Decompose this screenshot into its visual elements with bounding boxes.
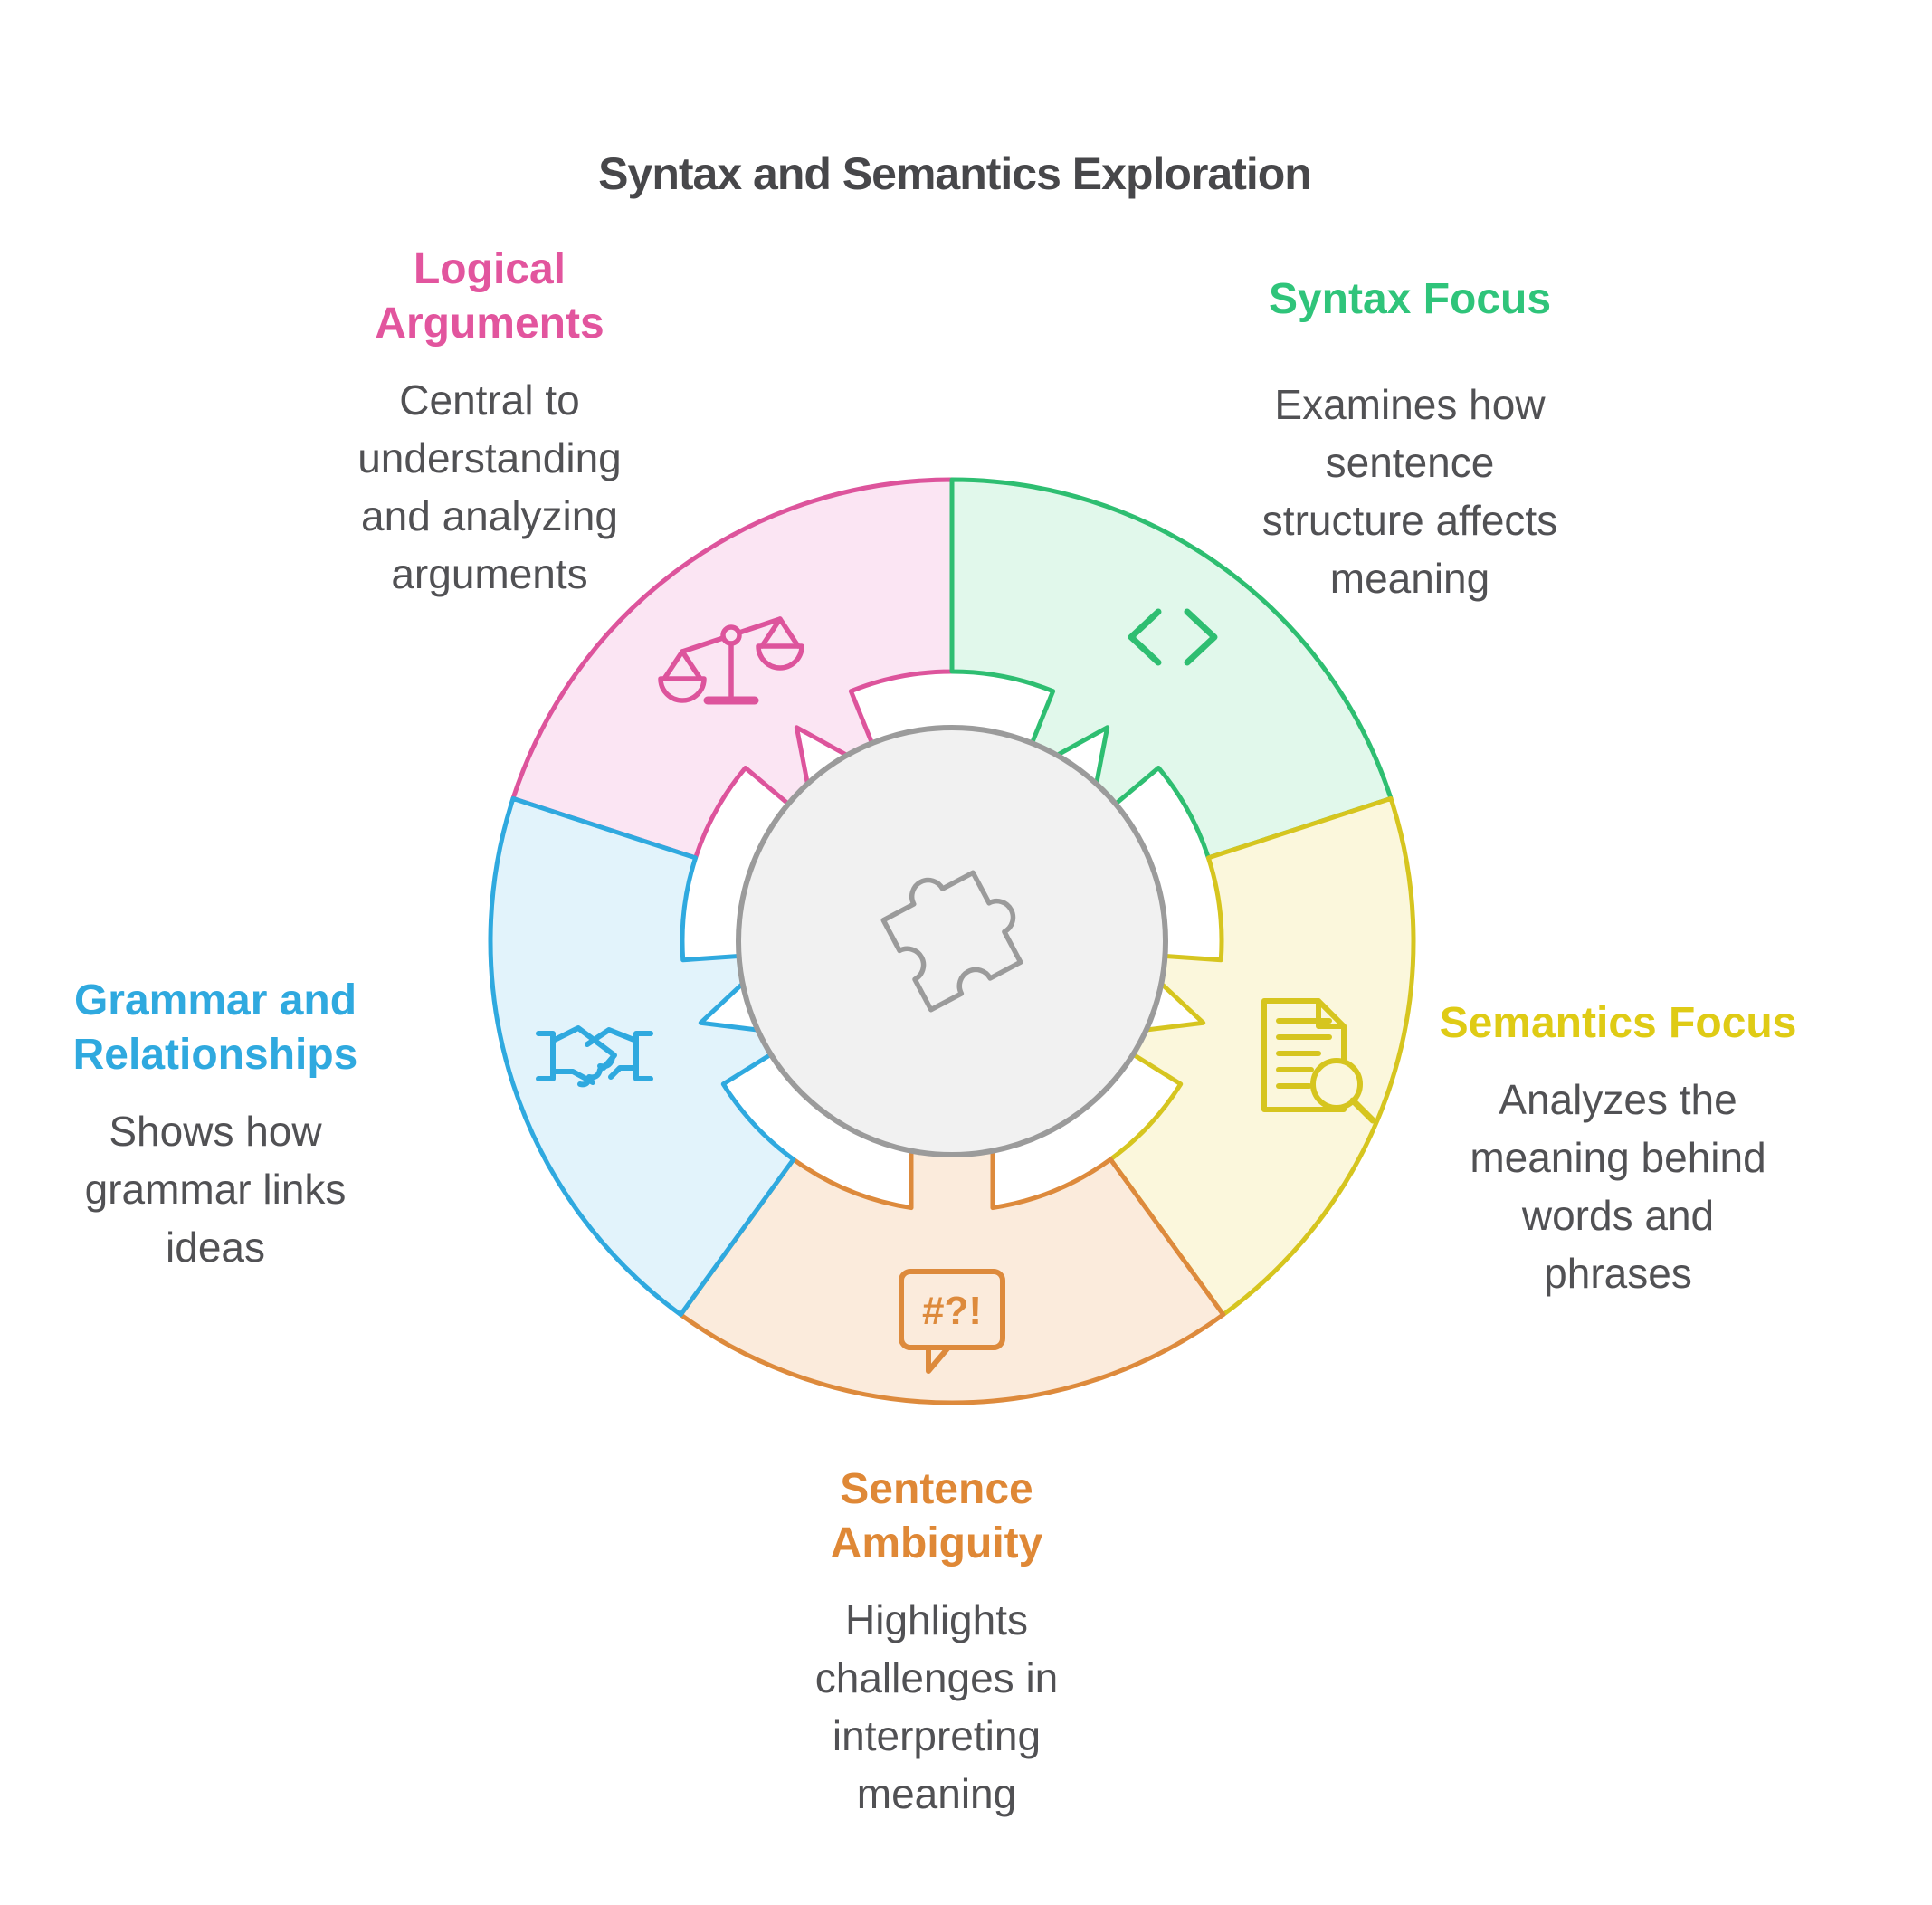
- speech-bubble-icon: #?!: [899, 1269, 1005, 1374]
- callout-semantics-focus: Semantics Focus Analyzes the meaning beh…: [1422, 980, 1814, 1319]
- callout-grammar-relationships: Grammar and Relationships Shows how gram…: [43, 957, 387, 1292]
- handshake-icon: [536, 1025, 653, 1088]
- segment-description: Central to understanding and analyzing a…: [357, 376, 622, 597]
- segment-label: Grammar and Relationships: [72, 976, 358, 1079]
- document-search-icon: [1261, 998, 1376, 1124]
- segment-description: Shows how grammar links ideas: [84, 1108, 347, 1271]
- page-title: Syntax and Semantics Exploration: [598, 148, 1312, 199]
- callout-logical-arguments: Logical Arguments Central to understandi…: [327, 226, 652, 619]
- callout-syntax-focus: Syntax Focus Examines how sentence struc…: [1213, 256, 1607, 624]
- segment-label: Semantics Focus: [1439, 999, 1797, 1047]
- callout-sentence-ambiguity: Sentence Ambiguity Highlights challenges…: [765, 1446, 1109, 1839]
- bubble-text: #?!: [922, 1289, 982, 1333]
- scales-icon: [658, 616, 804, 705]
- code-brackets-icon: [1128, 608, 1218, 666]
- puzzle-piece-icon: [880, 870, 1023, 1013]
- segment-label: Logical Arguments: [375, 245, 604, 348]
- segment-description: Highlights challenges in interpreting me…: [814, 1596, 1059, 1817]
- segment-label: Syntax Focus: [1268, 275, 1552, 323]
- segment-label: Sentence Ambiguity: [830, 1465, 1043, 1567]
- segment-description: Examines how sentence structure affects …: [1261, 381, 1558, 602]
- segment-description: Analyzes the meaning behind words and ph…: [1470, 1076, 1766, 1297]
